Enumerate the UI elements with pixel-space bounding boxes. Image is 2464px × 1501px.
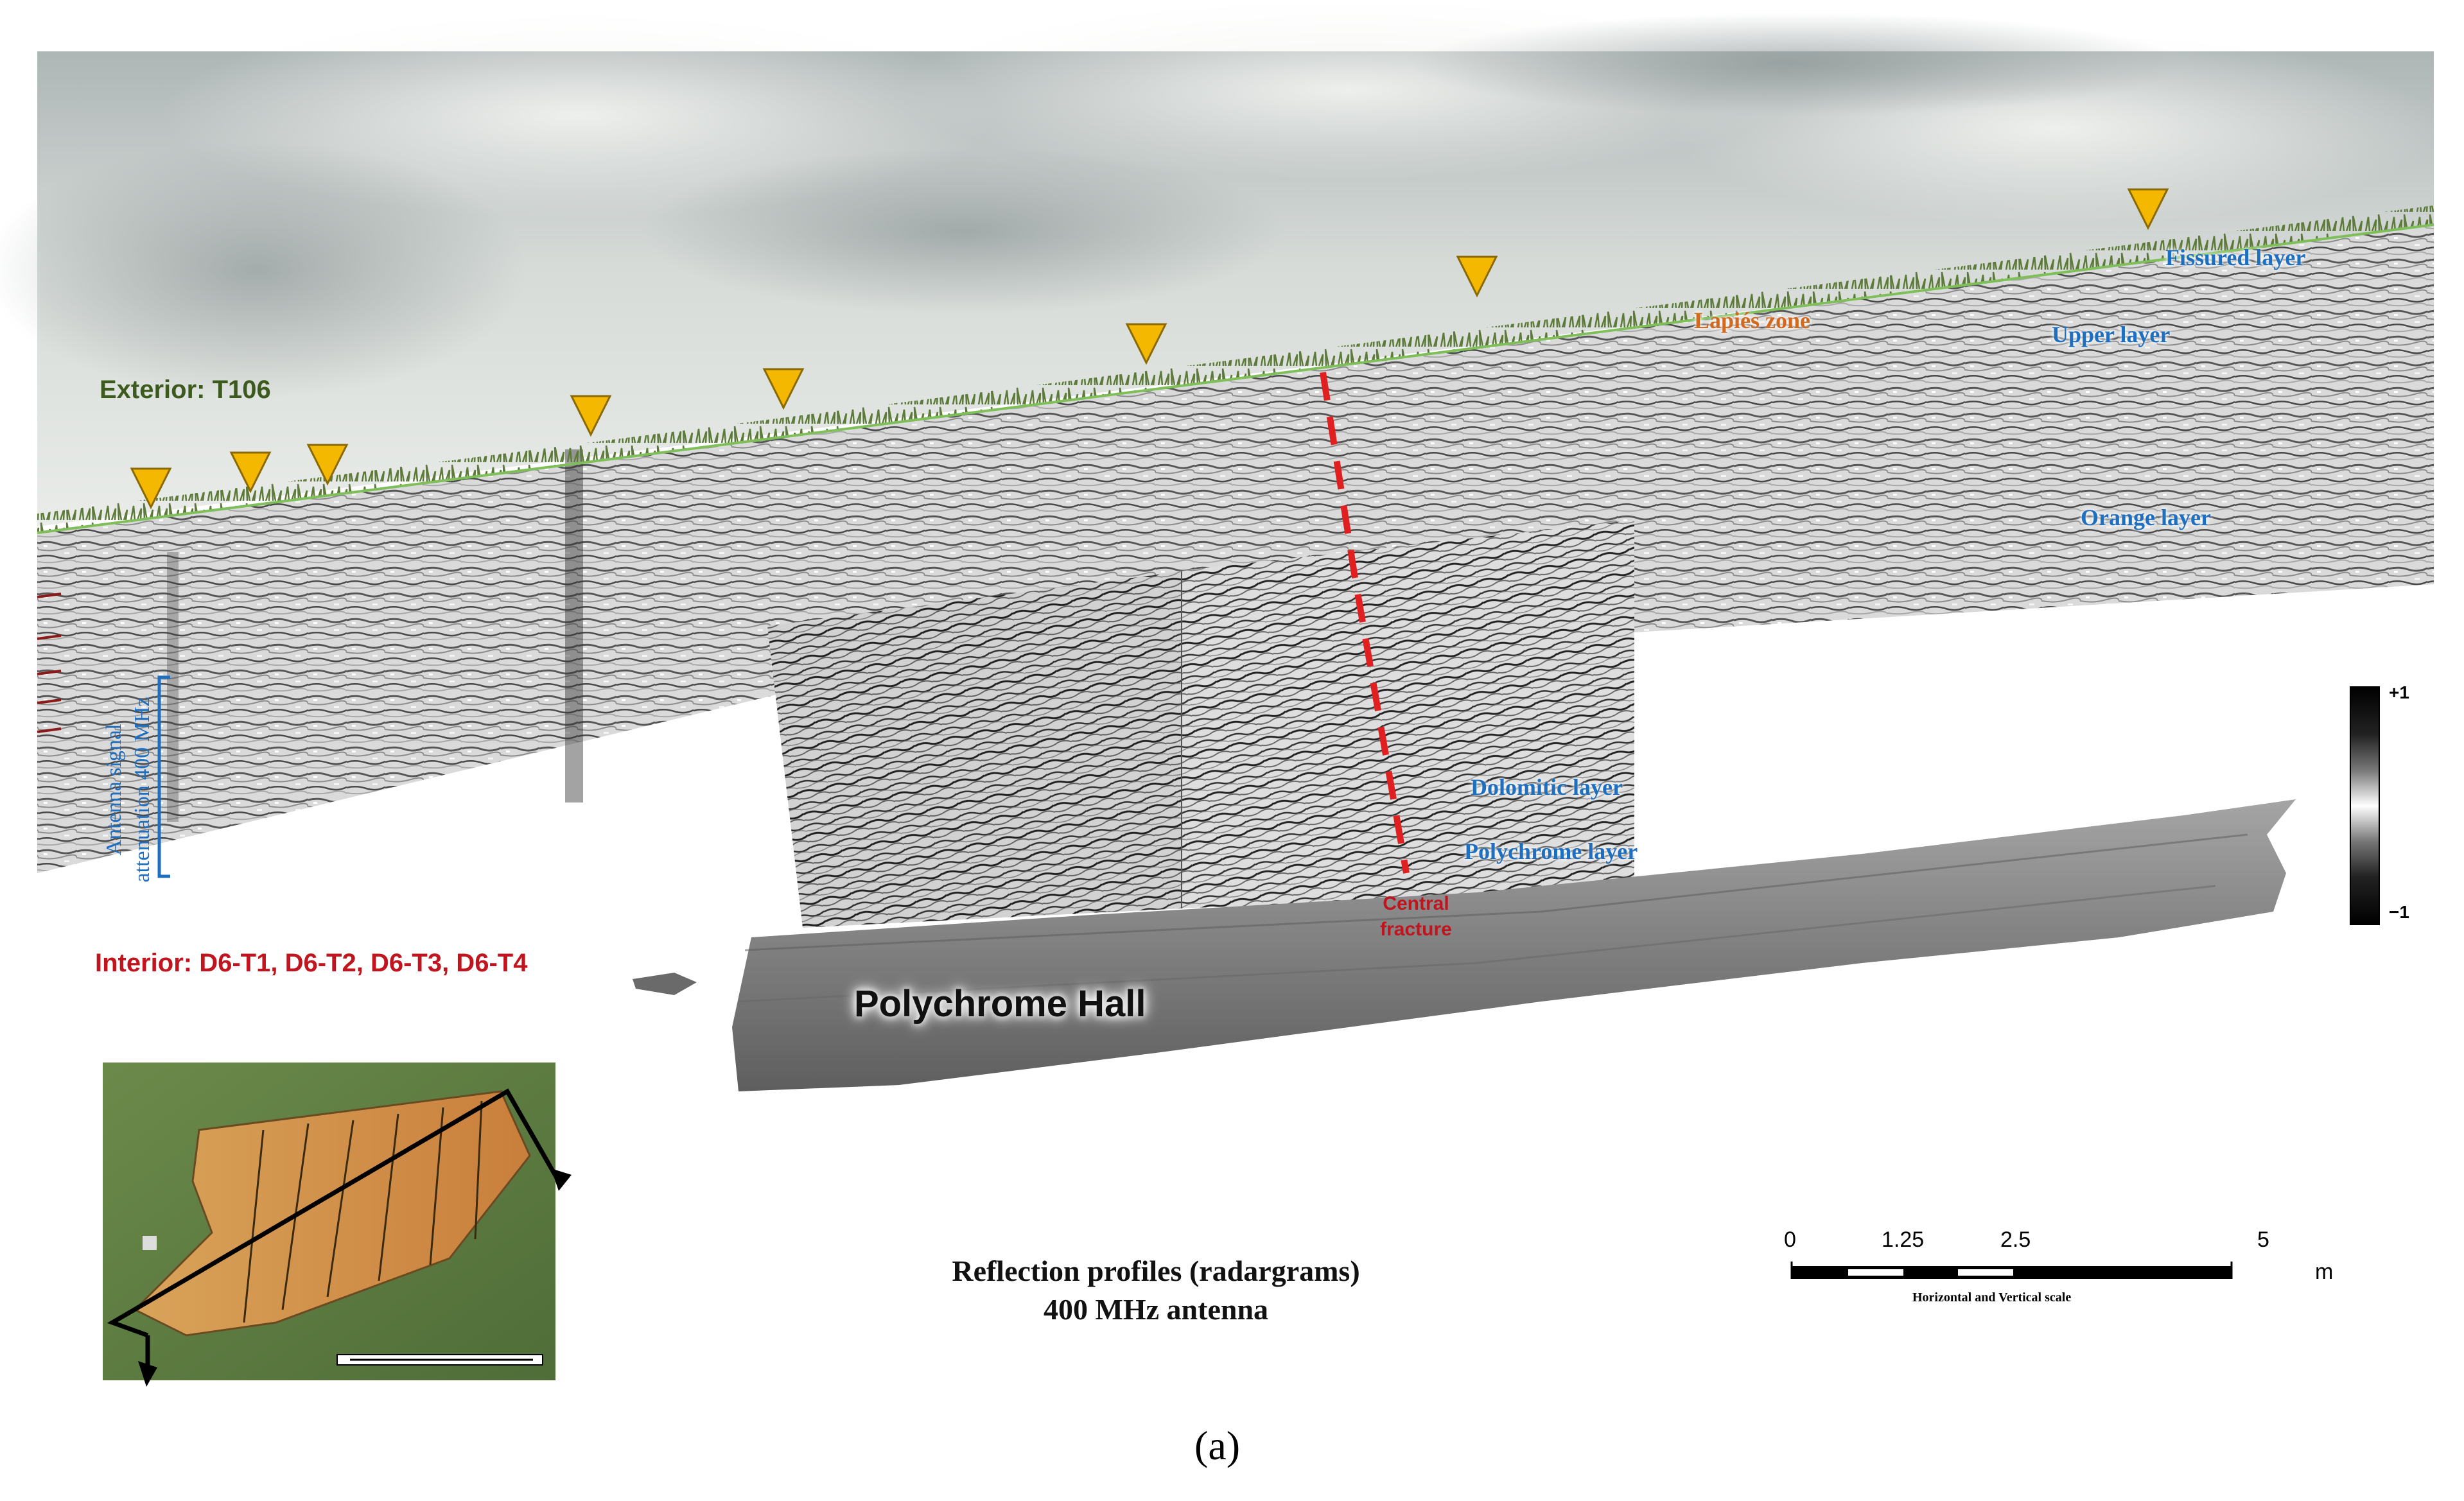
fissured-layer-label: Fissured layer	[2165, 245, 2306, 270]
scale-tick-1: 1.25	[1882, 1228, 1925, 1252]
sky-background	[0, 0, 2440, 526]
central-fracture-line	[1320, 372, 1410, 874]
grass-surface	[37, 205, 2434, 534]
caption-line-2: 400 MHz antenna	[1043, 1293, 1269, 1326]
interior-radargram	[767, 520, 1634, 928]
polychrome-hall-label: Polychrome Hall	[854, 983, 1146, 1025]
antenna-label-line-1: Antenna signal	[102, 724, 126, 856]
scale-bar	[1790, 1262, 2233, 1279]
polychrome-hall-model	[633, 799, 2296, 1091]
central-fracture-label: Central fracture	[1368, 891, 1464, 942]
site-inset-map	[103, 1063, 572, 1387]
marker-triangle	[762, 368, 805, 410]
lapies-zone-label: Lapiés zone	[1694, 308, 1811, 333]
polychrome-layer-label: Polychrome layer	[1464, 838, 1638, 864]
panel-label: (a)	[1194, 1423, 1241, 1468]
marker-triangle	[306, 444, 349, 486]
marker-triangle	[130, 467, 172, 510]
left-tick-marks	[37, 593, 62, 733]
scale-title: Horizontal and Vertical scale	[1912, 1290, 2072, 1305]
exterior-radargram	[37, 225, 2434, 873]
scale-unit: m	[2315, 1260, 2334, 1284]
antenna-label-line-2: attenuation 400 MHz	[130, 697, 154, 883]
scale-tick-2: 2.5	[2000, 1228, 2031, 1252]
profile-path	[107, 1088, 561, 1338]
interior-label: Interior: D6-T1, D6-T2, D6-T3, D6-T4	[95, 949, 528, 977]
colorbar-bottom-label: −1	[2389, 902, 2409, 922]
surface-markers	[130, 188, 2169, 510]
colorbar-top-label: +1	[2389, 682, 2409, 702]
marker-triangle	[229, 451, 272, 494]
antenna-bracket	[157, 675, 170, 878]
marker-triangle	[1125, 323, 1167, 365]
caption: Reflection profiles (radargrams) 400 MHz…	[835, 1252, 1477, 1329]
marker-triangle	[2127, 188, 2169, 230]
antenna-attenuation-label: Antenna signal attenuation 400 MHz	[100, 697, 157, 883]
central-fracture-line-2: fracture	[1380, 919, 1452, 940]
upper-layer-label: Upper layer	[2052, 322, 2171, 347]
marker-triangle	[570, 395, 612, 437]
orange-layer-label: Orange layer	[2081, 505, 2211, 530]
marker-triangle	[1456, 256, 1498, 298]
central-fracture-line-1: Central	[1383, 893, 1449, 914]
dolomitic-layer-label: Dolomitic layer	[1471, 774, 1623, 800]
caption-line-1: Reflection profiles (radargrams)	[952, 1254, 1360, 1287]
scale-tick-3: 5	[2257, 1228, 2269, 1252]
amplitude-colorbar	[2350, 686, 2380, 925]
scale-tick-0: 0	[1784, 1228, 1796, 1252]
exterior-label: Exterior: T106	[100, 376, 271, 404]
